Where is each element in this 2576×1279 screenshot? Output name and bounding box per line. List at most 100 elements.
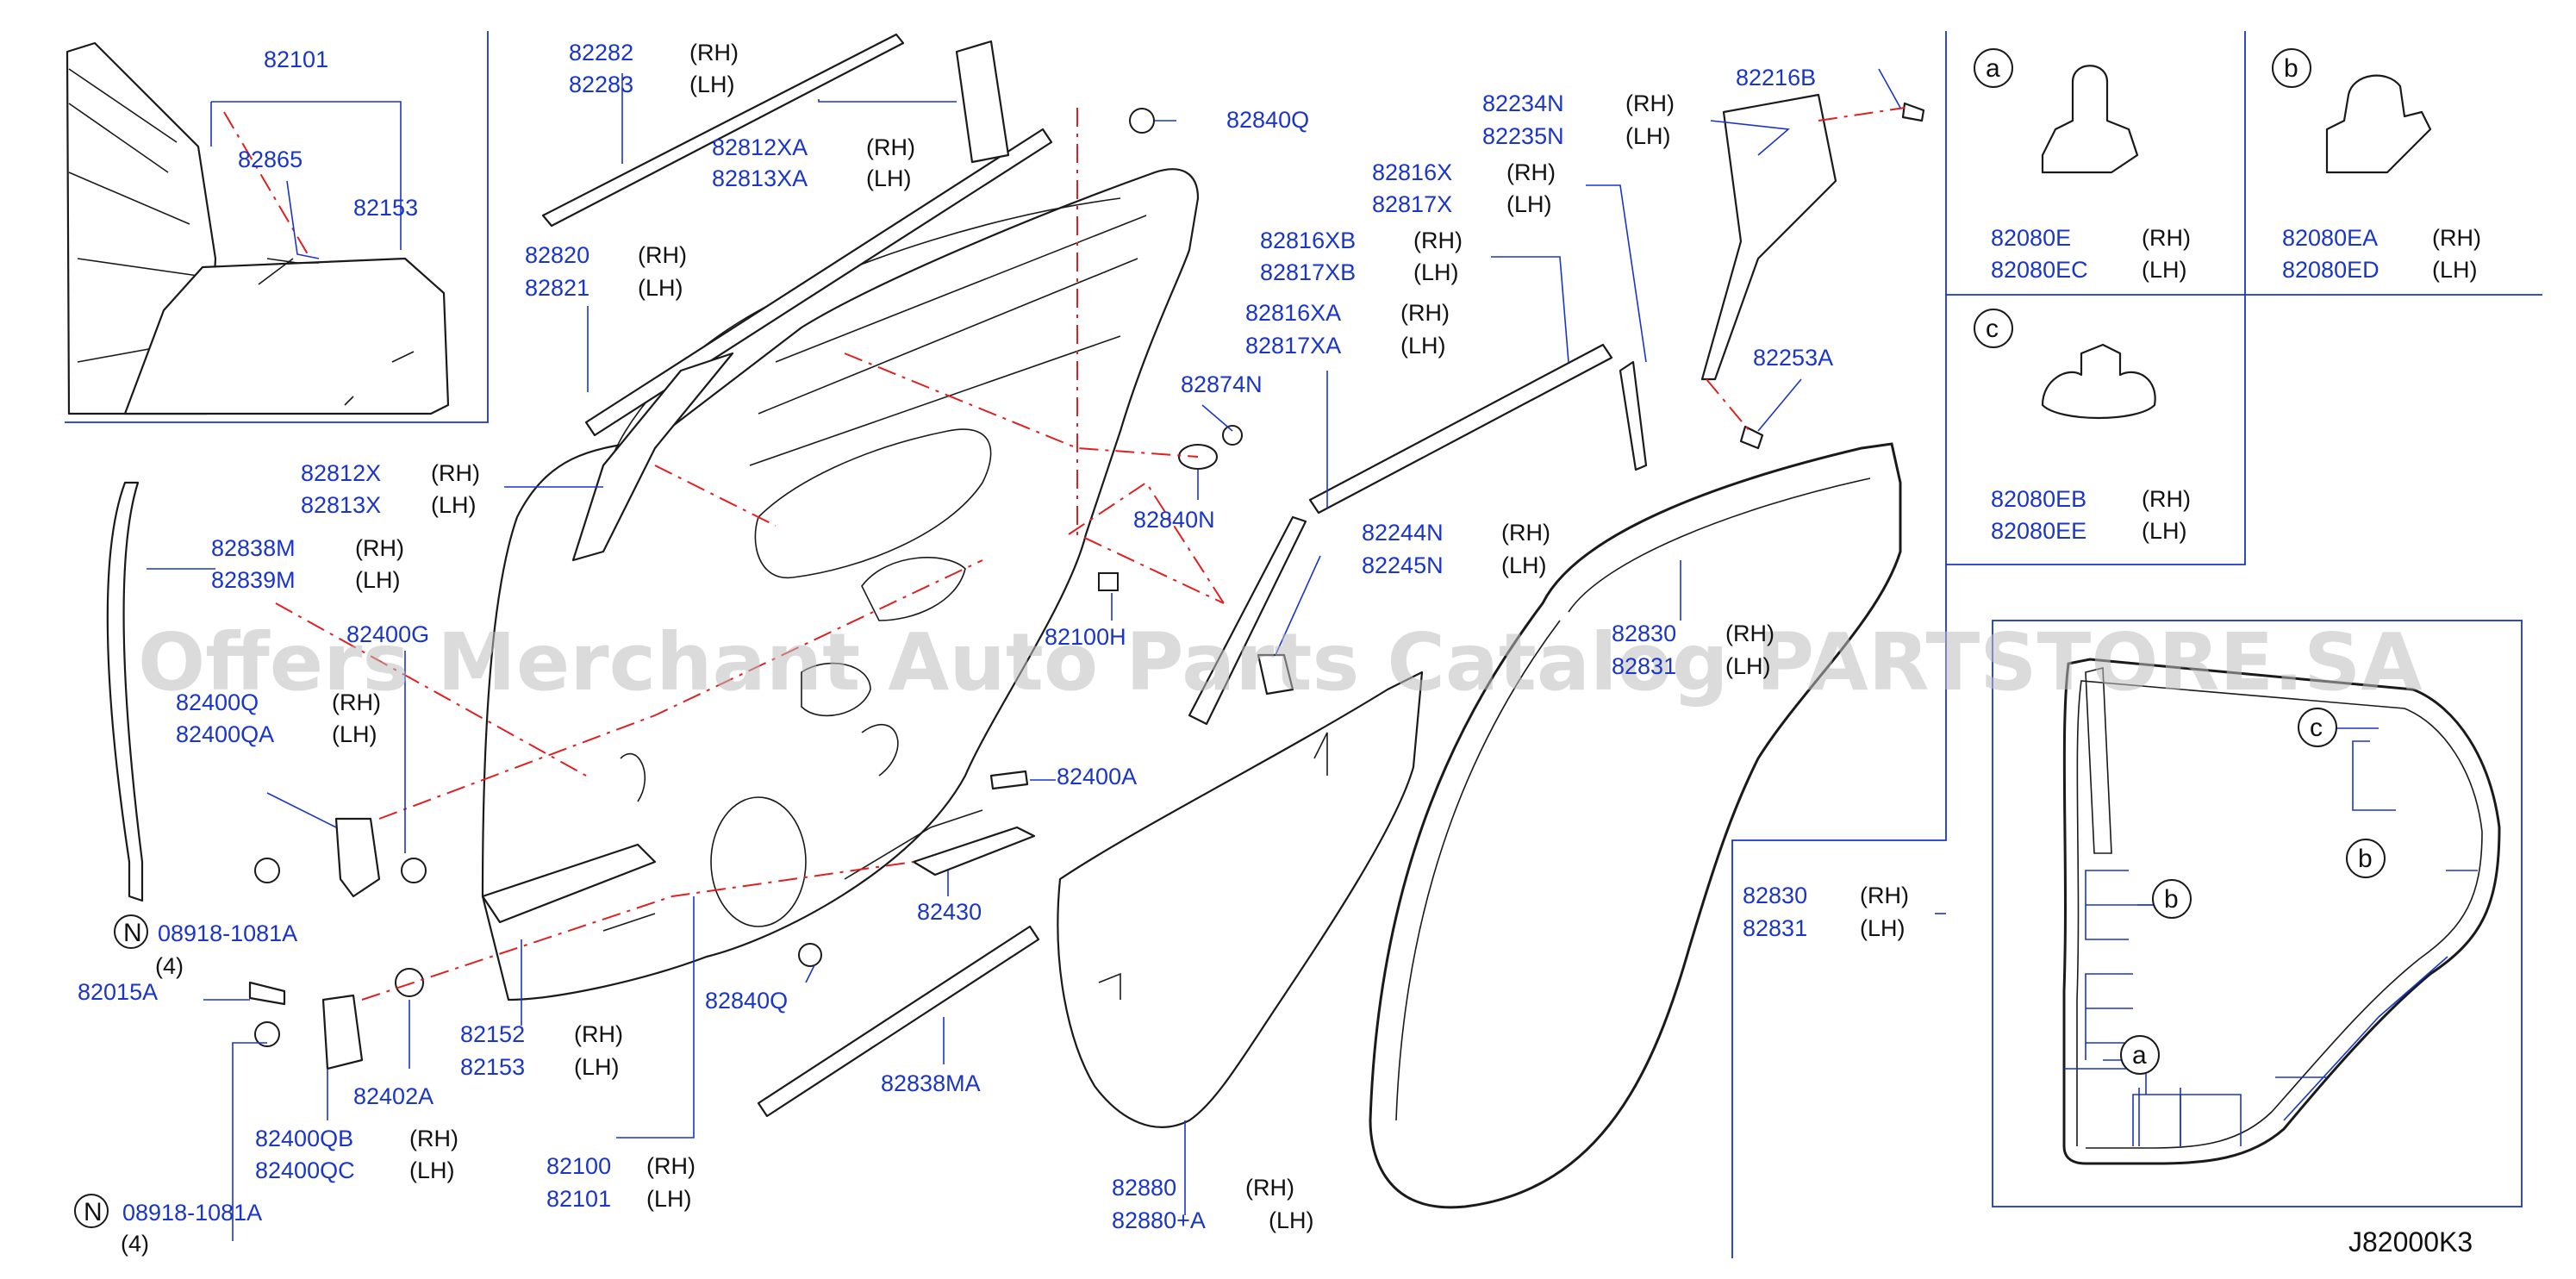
nut-upper [254,858,280,883]
inset-door-skin [123,257,450,415]
label-82152-side: (RH) [574,1021,623,1047]
label-82840N: 82840N [1133,507,1215,533]
bolt-82400G [401,858,427,883]
weatherstrip-detail-box [1992,620,2523,1207]
plug-82874N [1222,425,1243,446]
bracket-82216B [1700,93,1837,381]
label-82880A-side: (LH) [1269,1207,1314,1233]
inset-door-frame [65,31,489,423]
label-82080ED-side: (LH) [2432,257,2478,283]
clip-b-letter: b [2284,54,2298,83]
n-marker-2-text: N [84,1198,103,1226]
door-speaker-hole [710,796,807,927]
molding-82838MA [757,925,1040,1118]
detail-strip-outline [2062,658,2501,1165]
label-82235N: 82235N [1482,123,1564,149]
detail-b1-letter: b [2164,885,2179,914]
door-outer-panel [481,168,1200,1001]
n-marker-1-text: N [123,919,142,947]
label-82253A: 82253A [1753,345,1833,371]
label-82101: 82101 [546,1186,611,1212]
detail-a-marker [2120,1035,2160,1075]
molding-82244N [1188,515,1307,726]
label-82235N-side: (LH) [1625,123,1671,149]
label-82817XB-side: (LH) [1413,259,1459,285]
door-lower-strip [481,843,657,924]
label-82816X: 82816X [1372,159,1452,185]
label-82101-side: (LH) [646,1186,692,1212]
label-82283: 82283 [569,72,633,97]
label-82812XA: 82812XA [712,134,808,160]
label-82153-side: (LH) [574,1054,620,1080]
label-82400Q-side: (RH) [332,689,381,715]
molding-82282 [541,33,905,228]
clip-a-icon [2041,65,2139,174]
label-82080EB-side: (RH) [2142,486,2191,512]
label-82244N: 82244N [1362,520,1444,546]
label-82234N-side: (RH) [1625,90,1675,116]
clip-b-marker [2272,48,2311,88]
hardware [248,102,1925,1070]
label-82400QB-side: (RH) [409,1126,458,1151]
label-82080EC: 82080EC [1991,257,2088,283]
door-trim-panel [1057,671,1424,1128]
label-82880-side: (RH) [1245,1175,1294,1201]
label-82400Q: 82400Q [176,689,259,715]
screw-82216B [1901,102,1925,122]
clip-c-letter: c [1986,315,1999,343]
label-82813X-side: (LH) [431,492,477,518]
label-82080EE: 82080EE [1991,518,2086,544]
label-82100: 82100 [546,1153,611,1179]
molding-82820 [584,128,1053,437]
label-82880: 82880 [1112,1175,1176,1201]
label-82080EC-side: (LH) [2142,257,2187,283]
label-qty-2: (4) [121,1231,149,1257]
bolt-82015A [248,981,286,1006]
label-82400QA-side: (LH) [332,721,377,747]
hinge-lower [321,994,364,1070]
clip-a-marker [1974,48,2013,88]
label-08918-1081A-1: 08918-1081A [158,920,297,946]
label-82839M-side: (LH) [355,567,401,593]
label-82153-top: 82153 [353,195,418,221]
label-82820: 82820 [525,242,589,268]
label-82812X: 82812X [301,460,381,486]
n-marker-1 [114,914,148,949]
clip-c-icon [2041,343,2156,420]
label-82838M-side: (RH) [355,535,404,561]
label-82840Q-bottom: 82840Q [705,988,788,1014]
clip-82100H [1098,572,1119,591]
molding-82812XA [955,40,1010,164]
clip-box-divider [1946,31,2246,565]
label-qty-1: (4) [155,953,184,979]
watermark: Offers Merchant Auto Parts Catalog PARTS… [138,616,2423,708]
clip-c-marker [1974,309,2013,348]
label-82100H: 82100H [1045,624,1126,650]
label-82831-center: 82831 [1612,653,1676,679]
label-82839M: 82839M [211,567,296,593]
label-82821-side: (LH) [638,275,683,301]
label-82816XA: 82816XA [1245,300,1341,326]
label-82282-side: (RH) [689,40,739,66]
check-link-82430 [912,826,1036,877]
label-82838MA: 82838MA [881,1070,981,1096]
label-82080EB: 82080EB [1991,486,2086,512]
door-speaker-opening [754,428,992,578]
label-82400QC-side: (LH) [409,1157,455,1183]
label-82813X: 82813X [301,492,381,518]
label-82840Q-top: 82840Q [1226,107,1309,133]
label-82817XA: 82817XA [1245,333,1341,359]
label-82880A: 82880+A [1112,1207,1206,1233]
label-82080E: 82080E [1991,225,2071,251]
label-82816X-side: (RH) [1506,159,1556,185]
hinge-upper [334,817,381,898]
label-82812XA-side: (RH) [866,134,915,160]
label-82830-center: 82830 [1612,621,1676,646]
weatherstrip-detail [2062,658,2501,1165]
bolt-82400A [989,770,1029,790]
label-82830-side: (RH) [1860,883,1909,908]
clip-illustrations [1974,48,2432,420]
label-82080EE-side: (LH) [2142,518,2187,544]
label-82830: 82830 [1743,883,1807,908]
label-82817X: 82817X [1372,191,1452,217]
